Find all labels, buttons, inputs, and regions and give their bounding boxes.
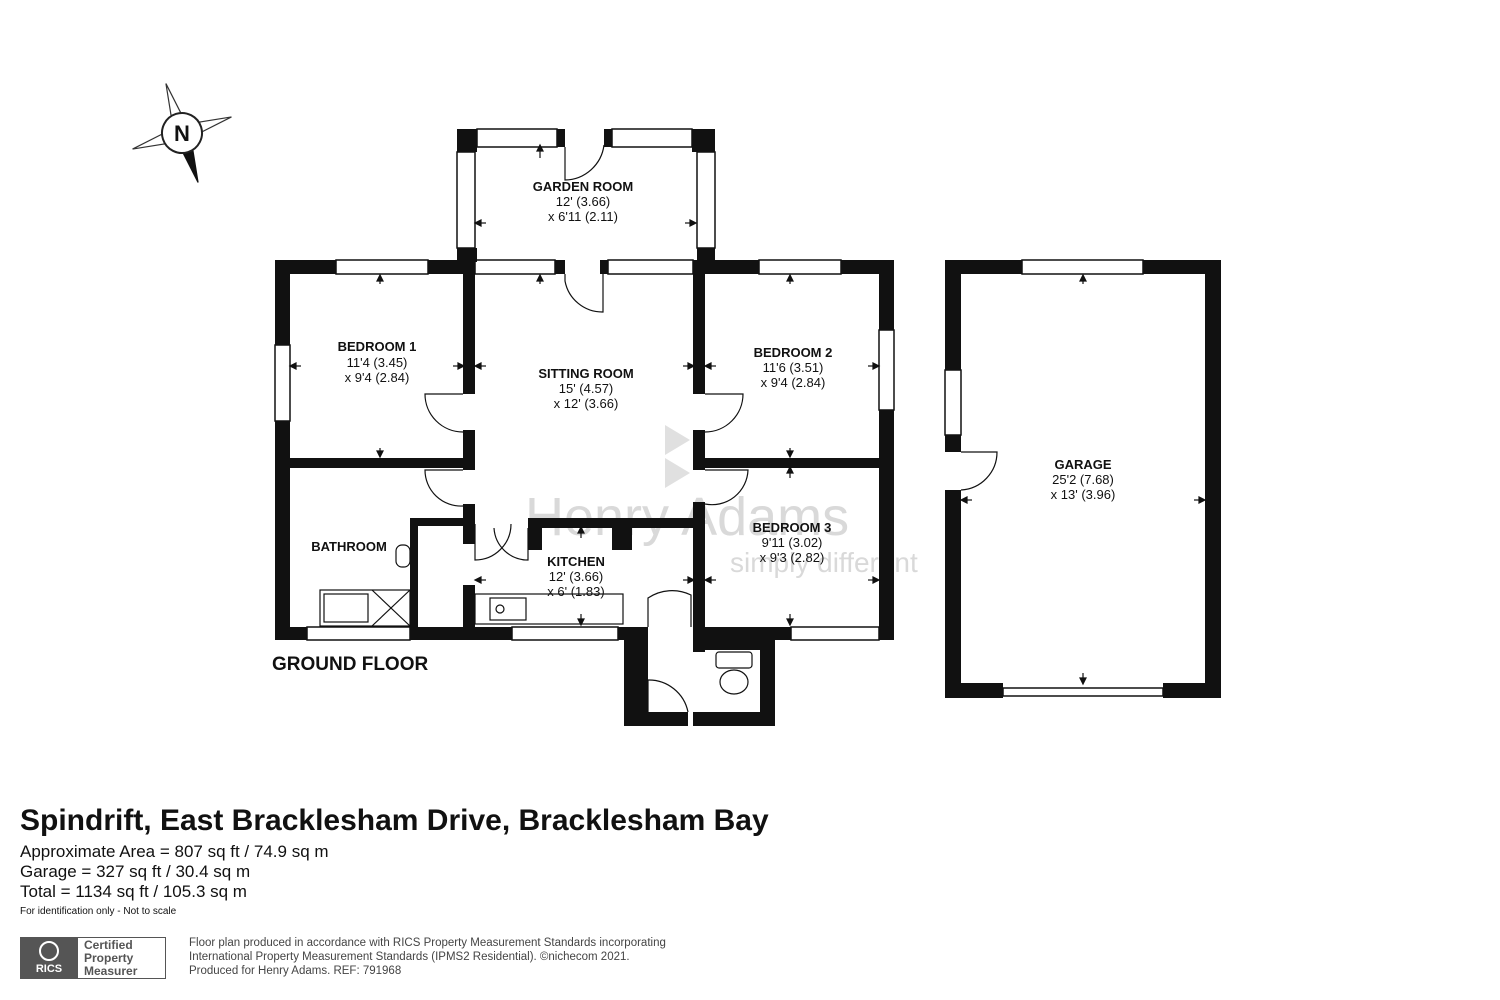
room-dimension: x 6' (1.83) [547,584,604,599]
room-name: GARAGE [1054,457,1111,472]
room-dimension: 12' (3.66) [549,569,604,584]
room-dimension: 15' (4.57) [559,381,614,396]
production-line: International Property Measurement Stand… [189,951,630,963]
kitchen-label: KITCHEN 12' (3.66) x 6' (1.83) [547,554,605,599]
room-dimension: x 12' (3.66) [554,396,619,411]
room-dimension: x 9'4 (2.84) [345,370,410,385]
room-dimension: x 6'11 (2.11) [548,209,618,224]
room-dimension: x 13' (3.96) [1051,487,1116,502]
room-dimension: 12' (3.66) [556,194,611,209]
rics-certification: RICS Certified Property Measurer [20,935,166,981]
doors [424,144,998,713]
production-line: Floor plan produced in accordance with R… [189,937,666,949]
bedroom3-label: BEDROOM 3 9'11 (3.02) x 9'3 (2.82) [753,520,832,565]
dimension-markers [288,143,1207,686]
compass-north-icon [132,83,232,183]
garage-label: GARAGE 25'2 (7.68) x 13' (3.96) [1051,457,1116,502]
walls [275,129,1221,726]
watermark-logo-shape [665,425,690,455]
room-dimension: 11'4 (3.45) [347,355,408,370]
floor-label: GROUND FLOOR [272,654,428,675]
room-dimension: 11'6 (3.51) [763,360,824,375]
room-dimension: x 9'4 (2.84) [761,375,826,390]
approx-area: Approximate Area = 807 sq ft / 74.9 sq m [20,842,329,861]
production-note: Floor plan produced in accordance with R… [189,936,789,978]
room-name: BEDROOM 3 [753,520,832,535]
fixtures [319,544,753,695]
room-name: GARDEN ROOM [533,179,633,194]
cert-line: Measurer [84,963,138,978]
room-name: KITCHEN [547,554,605,569]
cert-line: Certified [84,937,133,952]
room-name: BEDROOM 2 [754,345,833,360]
sitting-room-label: SITTING ROOM 15' (4.57) x 12' (3.66) [538,366,633,411]
room-name: SITTING ROOM [538,366,633,381]
total-area: Total = 1134 sq ft / 105.3 sq m [20,882,247,901]
rics-certified-label: Certified Property Measurer [78,937,166,979]
floor-plan: Henry Adams simply different N [132,83,1221,726]
room-dimension: 9'11 (3.02) [762,535,823,550]
rics-logo-icon: RICS [20,937,78,979]
kitchen-sink-icon [489,597,527,621]
watermark-brand: Henry Adams [525,487,849,547]
watermark: Henry Adams simply different [525,425,918,578]
rics-emblem-icon [39,941,59,961]
scale-note: For identification only - Not to scale [20,906,177,917]
room-dimension: x 9'3 (2.82) [760,550,825,565]
compass-letter: N [174,121,190,146]
rics-badge-text: RICS [35,963,63,975]
sink-icon [395,544,411,568]
bathroom-label: BATHROOM [311,539,387,554]
watermark-logo-shape [665,458,690,488]
bedroom1-label: BEDROOM 1 11'4 (3.45) x 9'4 (2.84) [338,339,417,385]
property-title: Spindrift, East Bracklesham Drive, Brack… [20,804,769,837]
toilet-icon [715,651,753,669]
room-dimension: 25'2 (7.68) [1052,472,1114,487]
production-line: Produced for Henry Adams. REF: 791968 [189,965,402,977]
garage-area: Garage = 327 sq ft / 30.4 sq m [20,862,251,881]
bedroom2-label: BEDROOM 2 11'6 (3.51) x 9'4 (2.84) [754,345,833,390]
room-name: BEDROOM 1 [338,339,417,354]
cert-line: Property [84,950,134,965]
property-info: Spindrift, East Bracklesham Drive, Brack… [20,800,1020,917]
garden-room-label: GARDEN ROOM 12' (3.66) x 6'11 (2.11) [533,179,633,224]
